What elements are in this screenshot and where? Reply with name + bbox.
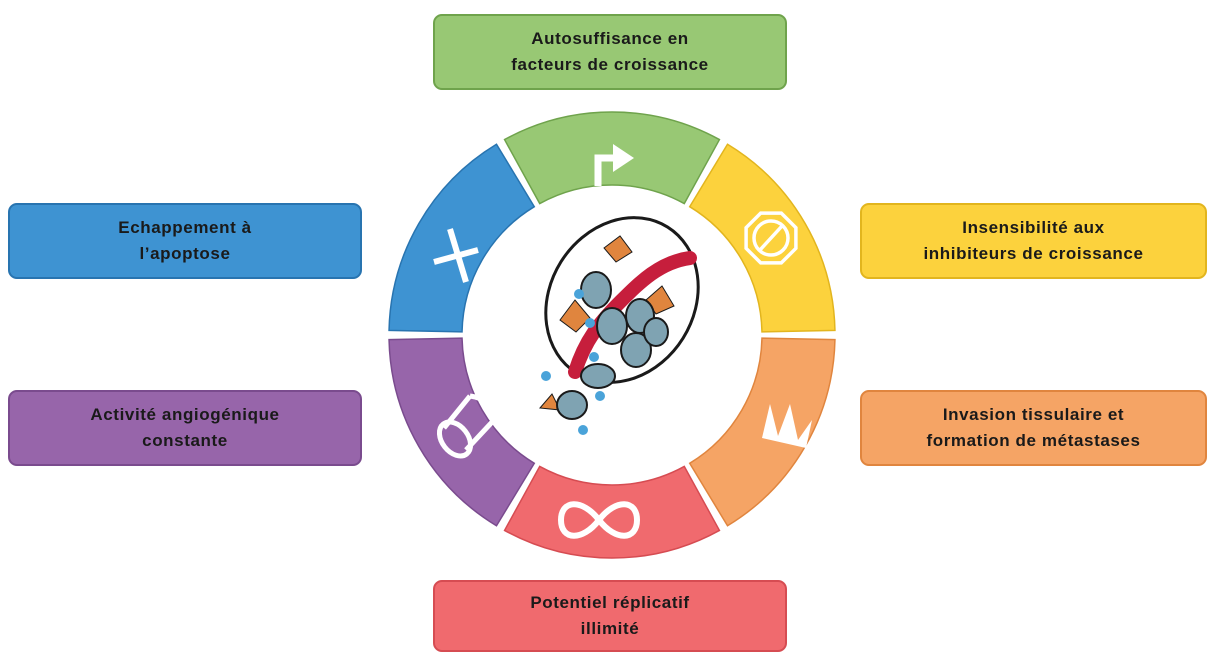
replication-box: Potentiel réplicatif illimité [433,580,787,652]
antigrowth-line1: Insensibilité aux [962,218,1105,237]
segment-apoptosis [388,143,536,333]
segment-angiogenesis [388,337,536,527]
turn-arrow-icon [594,144,634,186]
invasion-line2: formation de métastases [926,431,1141,450]
infinity-icon [557,501,641,539]
segment-icons [433,144,812,539]
angiogenesis-line1: Activité angiogénique [90,405,280,424]
growth-factors-line1: Autosuffisance en [531,29,689,48]
growth-factors-box: Autosuffisance en facteurs de croissance [433,14,787,90]
vessel-tube-icon [436,393,497,459]
apoptosis-line1: Echappement à [118,218,252,237]
blood-vessel [568,251,697,379]
segment-antigrowth [688,143,836,333]
angiogenesis-line2: constante [142,431,228,450]
invasion-box: Invasion tissulaire et formation de méta… [860,390,1207,466]
hallmark-ring [388,111,836,559]
replication-line2: illimité [580,619,640,638]
cross-icon [433,228,479,283]
segment-replication [503,465,721,559]
replication-line1: Potentiel réplicatif [530,593,690,612]
stop-sign-icon [744,211,798,265]
antigrowth-line2: inhibiteurs de croissance [923,244,1144,263]
antigrowth-box: Insensibilité aux inhibiteurs de croissa… [860,203,1207,279]
tumor-illustration-icon [538,216,700,435]
growth-factors-line2: facteurs de croissance [511,55,709,74]
invasion-line1: Invasion tissulaire et [942,405,1125,424]
fibroblast-cell [538,235,675,411]
angiogenesis-box: Activité angiogénique constante [8,390,362,466]
spikes-icon [762,404,812,448]
tumor-cells [556,271,669,420]
segment-invasion [688,337,836,527]
apoptosis-line2: l’apoptose [139,244,231,263]
apoptosis-box: Echappement à l’apoptose [8,203,362,279]
growth-factor-particles [541,289,605,435]
